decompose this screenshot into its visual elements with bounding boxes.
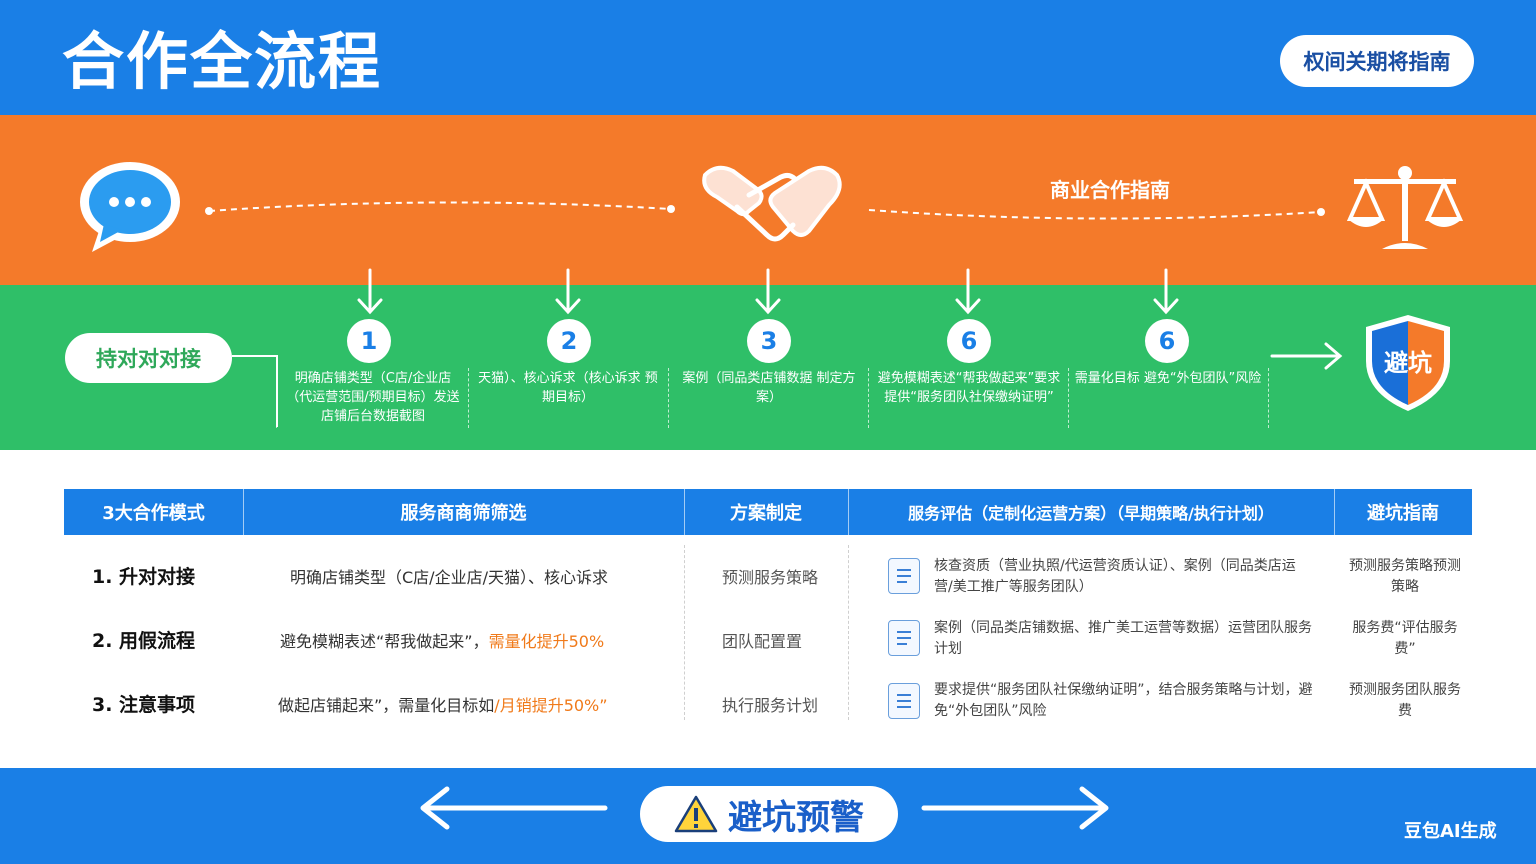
header-divider bbox=[684, 489, 685, 535]
warning-label: 避坑预警 bbox=[728, 797, 864, 838]
right-arrow-icon bbox=[921, 786, 1109, 830]
watermark: 豆包AI生成 bbox=[1404, 821, 1497, 842]
header-divider bbox=[1334, 489, 1335, 535]
step-separator bbox=[1068, 368, 1069, 428]
header-divider bbox=[243, 489, 244, 535]
table-divider bbox=[684, 545, 685, 720]
table-cell: 核查资质（营业执照/代运营资质认证）、案例（同品类店运营/美工推广等服务团队） bbox=[934, 558, 1296, 595]
left-arrow-icon bbox=[420, 786, 608, 830]
down-arrow-3 bbox=[755, 268, 781, 315]
shield-icon: 避坑 bbox=[1362, 313, 1454, 417]
step-text-2: 天猫）、核心诉求（核心诉求 预期目标） bbox=[478, 371, 658, 405]
header-divider bbox=[848, 489, 849, 535]
table-cell: 预测服务策略预测策略 bbox=[1349, 558, 1461, 595]
step-number-4: 6 bbox=[947, 319, 991, 363]
chat-icon bbox=[78, 160, 184, 260]
step-number-2: 2 bbox=[547, 319, 591, 363]
table-cell: 执行服务计划 bbox=[722, 696, 819, 715]
table-row-label: 2. 用假流程 bbox=[92, 630, 196, 652]
step-text-5: 需量化目标 避免“外包团队”风险 bbox=[1074, 371, 1262, 386]
table-header-cell: 3大合作模式 bbox=[102, 503, 205, 524]
step-separator bbox=[868, 368, 869, 428]
flow-bracket bbox=[232, 355, 278, 427]
down-arrow-4 bbox=[955, 268, 981, 315]
document-icon bbox=[888, 620, 920, 656]
down-arrow-2 bbox=[555, 268, 581, 315]
warning-icon bbox=[674, 795, 718, 833]
table-header-cell: 方案制定 bbox=[730, 503, 802, 524]
guide-pill-button[interactable]: 权间关期将指南 bbox=[1280, 35, 1474, 87]
handshake-icon bbox=[697, 155, 845, 259]
table-cell: 要求提供“服务团队社保缴纳证明”，结合服务策略与计划，避免“外包团队”风险 bbox=[934, 682, 1313, 719]
table-divider bbox=[848, 545, 849, 720]
flow-subtitle: 商业合作指南 bbox=[1050, 178, 1170, 202]
table-cell: 预测服务团队服务费 bbox=[1349, 682, 1461, 719]
table-cell: 预测服务策略 bbox=[722, 568, 819, 587]
step-separator bbox=[1268, 368, 1269, 428]
table-cell: 服务费“评估服务费” bbox=[1352, 620, 1458, 657]
step-text-4: 避免模糊表述“帮我做起来”要求提供“服务团队社保缴纳证明” bbox=[877, 371, 1061, 405]
table-header-cell: 服务评估（定制化运营方案）（早期策略/执行计划） bbox=[908, 504, 1274, 523]
document-icon bbox=[888, 558, 920, 594]
table-cell: 明确店铺类型（C店/企业店/天猫）、核心诉求 bbox=[290, 568, 608, 587]
step-number-1: 1 bbox=[347, 319, 391, 363]
warning-pill[interactable]: 避坑预警 bbox=[640, 786, 898, 842]
table-cell: 案例（同品类店铺数据、推广美工运营等数据）运营团队服务计划 bbox=[934, 620, 1312, 657]
scale-icon bbox=[1344, 165, 1466, 259]
table-cell: 团队配置置 bbox=[722, 632, 803, 651]
step-separator bbox=[468, 368, 469, 428]
step-text-3: 案例（同品类店铺数据 制定方案） bbox=[682, 371, 856, 405]
page-title: 合作全流程 bbox=[62, 25, 383, 98]
shield-label: 避坑 bbox=[1384, 349, 1432, 377]
step-text-1: 明确店铺类型（C店/企业店（代运营范围/预期目标）发送店铺后台数据截图 bbox=[286, 371, 460, 424]
step-separator bbox=[668, 368, 669, 428]
table-header: 3大合作模式 服务商商筛筛选 方案制定 服务评估（定制化运营方案）（早期策略/执… bbox=[64, 489, 1472, 535]
down-arrow-5 bbox=[1153, 268, 1179, 315]
table-row-label: 3. 注意事项 bbox=[92, 694, 196, 716]
flow-dashed-line-right bbox=[868, 208, 1325, 220]
step-separator bbox=[276, 368, 277, 428]
flow-dashed-line-left bbox=[205, 201, 675, 215]
start-step-pill[interactable]: 持对对对接 bbox=[65, 333, 232, 383]
step-number-3: 3 bbox=[747, 319, 791, 363]
table-cell: 做起店铺起来”，需量化目标如/月销提升50%” bbox=[278, 696, 608, 715]
document-icon bbox=[888, 683, 920, 719]
step-number-5: 6 bbox=[1145, 319, 1189, 363]
table-cell: 避免模糊表述“帮我做起来”，需量化提升50% bbox=[280, 632, 605, 651]
table-header-cell: 服务商商筛筛选 bbox=[400, 503, 527, 524]
down-arrow-1 bbox=[357, 268, 383, 315]
table-header-cell: 避坑指南 bbox=[1367, 503, 1439, 524]
right-arrow-icon bbox=[1270, 342, 1343, 370]
table-row-label: 1. 升对对接 bbox=[92, 566, 196, 588]
orange-band bbox=[0, 115, 1536, 285]
